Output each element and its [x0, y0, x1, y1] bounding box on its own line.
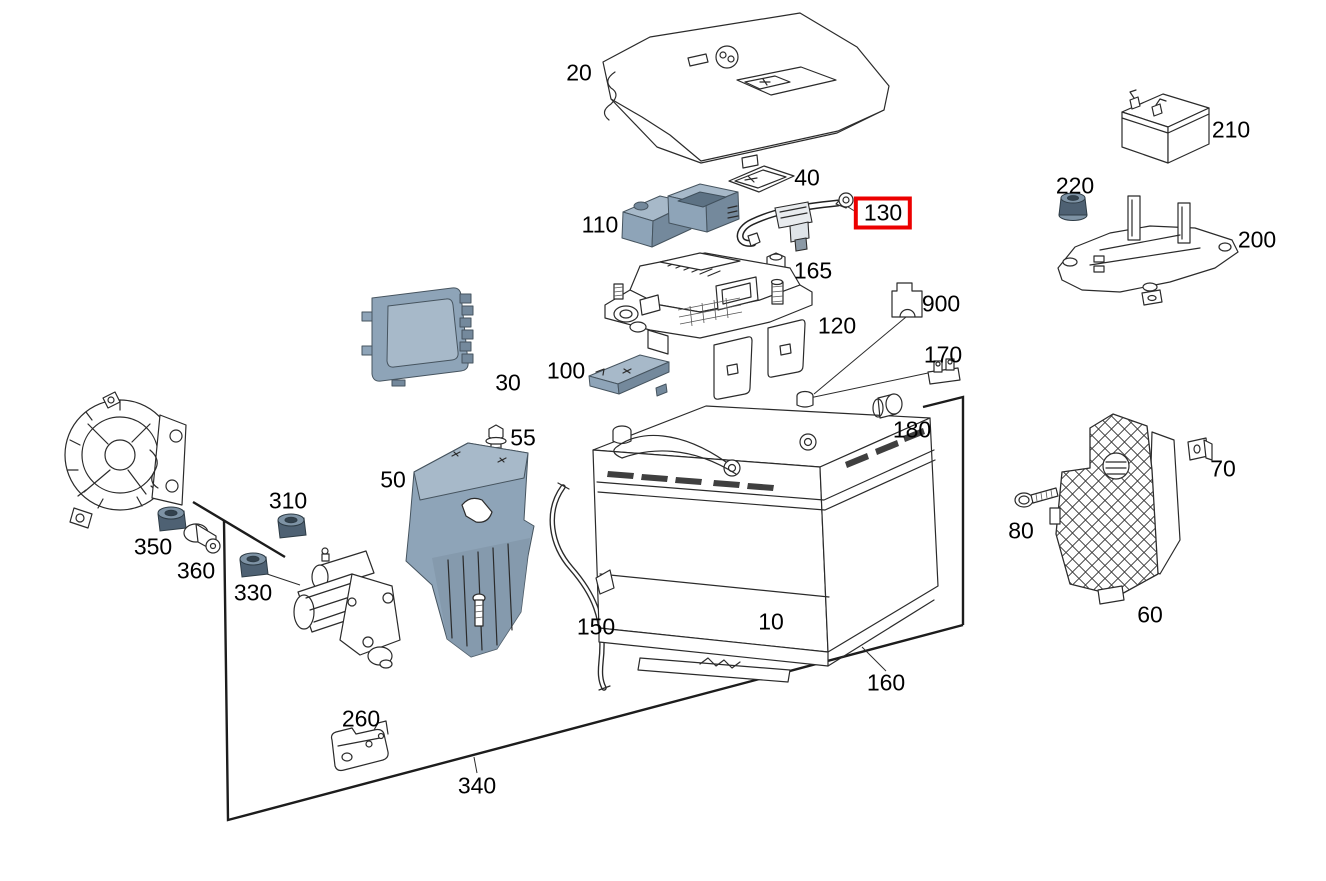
terminal-cover-drawing[interactable]	[621, 183, 740, 248]
part-label-60[interactable]: 60	[1137, 601, 1163, 628]
part-label-120[interactable]: 120	[817, 312, 857, 339]
part-label-50[interactable]: 50	[380, 466, 406, 493]
battery-cable-drawing[interactable]	[736, 192, 854, 252]
side-cover-drawing[interactable]	[405, 442, 535, 658]
bracket-260-drawing[interactable]	[330, 720, 389, 772]
lattice-bracket-drawing[interactable]	[1049, 413, 1181, 605]
part-label-220[interactable]: 220	[1055, 172, 1095, 199]
part-label-330[interactable]: 330	[233, 579, 273, 606]
part-label-160[interactable]: 160	[866, 669, 906, 696]
flat-cover-drawing[interactable]	[588, 354, 670, 397]
screw-80-drawing[interactable]	[1014, 487, 1059, 508]
plug-180-drawing[interactable]	[872, 393, 903, 419]
cable-line-160[interactable]	[922, 395, 965, 625]
connector-symbol-drawing[interactable]	[891, 282, 923, 318]
part-label-340[interactable]: 340	[457, 772, 497, 799]
part-label-900[interactable]: 900	[921, 290, 961, 317]
battery-drawing[interactable]	[592, 390, 939, 683]
part-label-210[interactable]: 210	[1211, 116, 1251, 143]
part-label-30[interactable]: 30	[495, 369, 521, 396]
part-label-110[interactable]: 110	[581, 211, 619, 238]
bushing-360-drawing[interactable]	[183, 523, 221, 554]
part-label-360[interactable]: 360	[176, 557, 216, 584]
clip-70-drawing[interactable]	[1187, 437, 1213, 461]
part-label-310[interactable]: 310	[268, 487, 308, 514]
control-module-drawing[interactable]	[361, 287, 474, 387]
nut-330-drawing[interactable]	[239, 552, 269, 578]
part-label-200[interactable]: 200	[1237, 226, 1277, 253]
fuse-block-drawing[interactable]	[604, 252, 813, 400]
part-label-130-highlighted[interactable]: 130	[853, 196, 913, 230]
part-label-40[interactable]: 40	[794, 164, 820, 191]
part-label-70[interactable]: 70	[1210, 455, 1236, 482]
nut-310-drawing[interactable]	[277, 513, 307, 539]
part-label-100[interactable]: 100	[546, 357, 586, 384]
cable-line-340[interactable]	[192, 500, 964, 822]
part-label-170[interactable]: 170	[923, 341, 963, 368]
part-label-55[interactable]: 55	[510, 424, 536, 451]
part-label-150[interactable]: 150	[576, 613, 616, 640]
part-label-180[interactable]: 180	[892, 416, 932, 443]
clamp-170-drawing[interactable]	[927, 358, 961, 385]
aux-battery-drawing[interactable]	[1121, 89, 1210, 164]
nut-350-drawing[interactable]	[157, 506, 187, 532]
part-label-260[interactable]: 260	[341, 705, 381, 732]
insulating-pad-drawing[interactable]	[728, 165, 795, 193]
battery-tray-drawing[interactable]	[1057, 195, 1239, 306]
part-label-165[interactable]: 165	[793, 257, 833, 284]
nut-220-drawing[interactable]	[1058, 192, 1088, 221]
part-label-350[interactable]: 350	[133, 533, 173, 560]
part-label-10[interactable]: 10	[758, 608, 784, 635]
alternator-drawing[interactable]	[64, 391, 187, 529]
starter-motor-drawing[interactable]	[293, 547, 401, 669]
part-label-80[interactable]: 80	[1008, 517, 1034, 544]
part-label-20[interactable]: 20	[566, 59, 592, 86]
battery-cover-drawing[interactable]	[602, 12, 890, 169]
cable-150-drawing[interactable]	[549, 482, 611, 691]
